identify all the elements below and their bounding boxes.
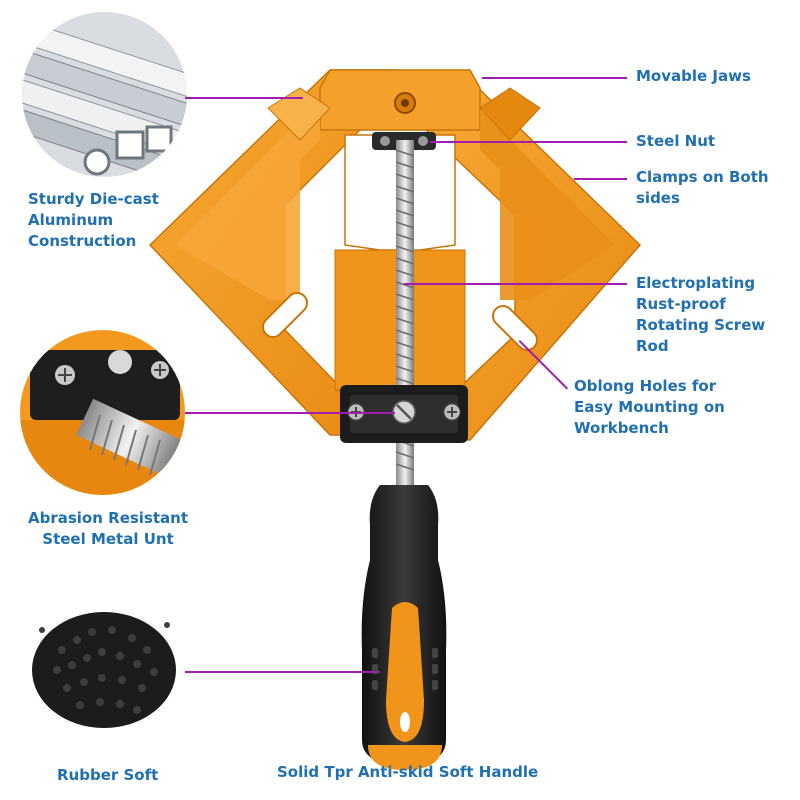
oblong-hole-left bbox=[261, 291, 309, 339]
callout-line-electroplating bbox=[404, 283, 627, 285]
callout-line-sturdy bbox=[185, 97, 303, 99]
label-clamps: Clamps on Both sides bbox=[636, 168, 769, 207]
label-movable-jaws: Movable Jaws bbox=[636, 67, 751, 85]
callout-line-handle bbox=[185, 671, 380, 673]
label-rubber-soft: Rubber Soft bbox=[57, 766, 159, 784]
callout-line-clamps bbox=[574, 178, 627, 180]
callout-line-steel-nut bbox=[430, 141, 627, 143]
label-oblong-holes: Oblong Holes for Easy Mounting on Workbe… bbox=[574, 377, 725, 437]
aluminum-tubes-image bbox=[22, 12, 187, 177]
steel-nut-closeup-image bbox=[20, 330, 185, 495]
label-abrasion: Abrasion Resistant Steel Metal Unt bbox=[28, 509, 189, 548]
label-electroplating: Electroplating Rust-proof Rotating Screw… bbox=[636, 274, 766, 355]
rubber-pellets-image bbox=[22, 590, 187, 740]
label-sturdy: Sturdy Die-cast Aluminum Construction bbox=[28, 190, 159, 250]
callout-line-abrasion bbox=[185, 412, 395, 414]
callout-line-movable-jaws bbox=[482, 77, 627, 79]
oblong-hole-right bbox=[491, 304, 539, 352]
label-handle: Solid Tpr Anti-skid Soft Handle bbox=[277, 763, 539, 781]
label-steel-nut: Steel Nut bbox=[636, 132, 716, 150]
